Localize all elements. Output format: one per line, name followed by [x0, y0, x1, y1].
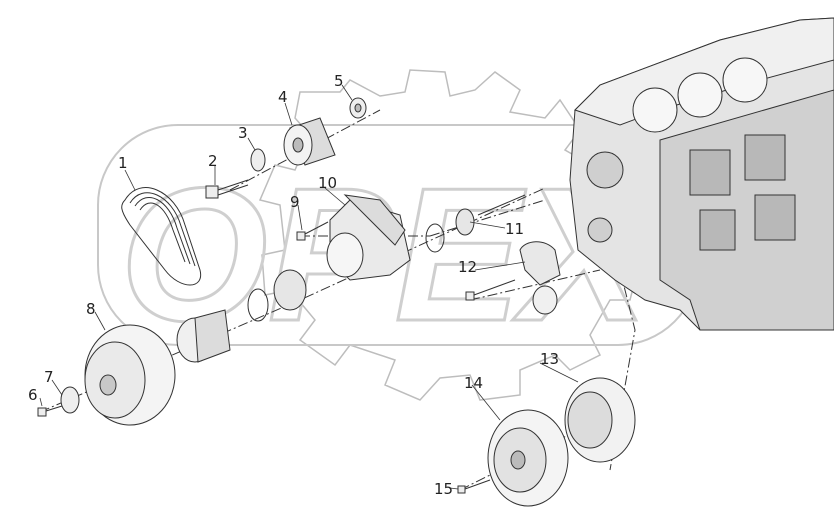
- callout-4: 4: [278, 88, 288, 106]
- callout-15: 15: [434, 480, 453, 498]
- poly-v-belt: [121, 187, 202, 286]
- bolt-15: [457, 479, 491, 494]
- callout-14: 14: [464, 374, 483, 392]
- callout-8: 8: [86, 300, 96, 318]
- bolt-6: [37, 405, 63, 417]
- callout-7: 7: [44, 368, 54, 386]
- idler-pulley-4: [283, 117, 336, 166]
- tensioner-11-12: [465, 194, 561, 315]
- callout-11: 11: [505, 220, 524, 238]
- callout-9: 9: [290, 193, 300, 211]
- engine-block: [569, 17, 834, 331]
- callout-12: 12: [458, 258, 477, 276]
- leader-lines: [39, 84, 579, 490]
- washer-7: [60, 386, 80, 414]
- bolt-2: [205, 179, 249, 199]
- bush-5: [349, 97, 367, 119]
- callouts: 1 2 3 4 5 6 7 8 9 10 11 12 13 14 15: [28, 72, 559, 498]
- crank-pulley-13: [564, 377, 636, 463]
- callout-13: 13: [540, 350, 559, 368]
- callout-10: 10: [318, 174, 337, 192]
- callout-6: 6: [28, 386, 38, 404]
- callout-2: 2: [208, 152, 218, 170]
- damper-14: [487, 409, 569, 507]
- watermark-gear: [258, 69, 641, 401]
- fan-bracket-10: [326, 194, 411, 281]
- bolt-9: [296, 221, 329, 241]
- callout-1: 1: [118, 154, 128, 172]
- callout-3: 3: [238, 124, 248, 142]
- washer-3: [250, 148, 266, 172]
- callout-5: 5: [334, 72, 344, 90]
- fan-hub: [176, 208, 475, 363]
- fan-pulley-8: [84, 324, 176, 426]
